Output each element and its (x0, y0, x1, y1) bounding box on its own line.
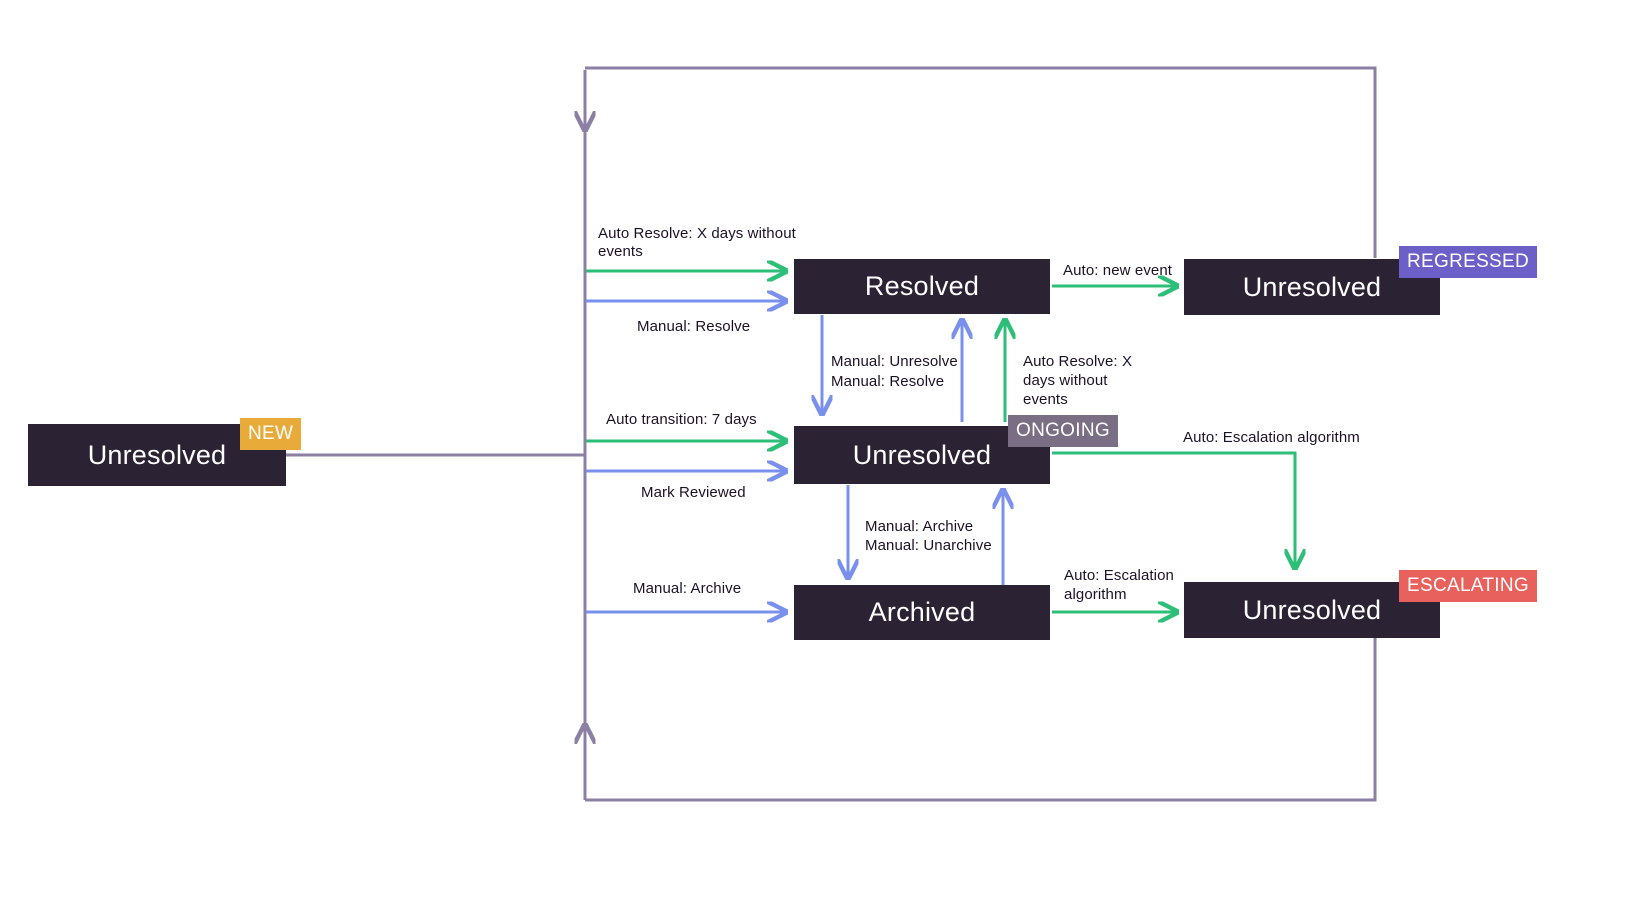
edge-label-auto-resolve-mid: Auto Resolve: X days without events (1023, 353, 1133, 408)
edge-label-manual-resolve-top: Manual: Resolve (637, 318, 751, 335)
node-archived[interactable]: Archived (794, 585, 1050, 640)
node-regressed-unresolved[interactable]: Unresolved (1184, 259, 1440, 315)
edge-label-auto-new-event: Auto: new event (1063, 262, 1173, 279)
edge-label-manual-archive-left: Manual: Archive (633, 580, 742, 597)
node-escalating-unresolved[interactable]: Unresolved (1184, 582, 1440, 638)
edge-label-auto-escalation-bottom: Auto: Escalation algorithm (1064, 567, 1174, 603)
edge-escalating-loop (585, 638, 1377, 802)
node-label: Archived (868, 597, 976, 627)
node-label: Unresolved (1242, 271, 1382, 302)
node-label: Unresolved (87, 439, 227, 470)
node-ongoing-unresolved[interactable]: Unresolved (794, 426, 1050, 484)
edge-label-auto-transition-7days: Auto transition: 7 days (606, 411, 757, 428)
badge-regressed: REGRESSED (1399, 246, 1538, 278)
edge-label-manual-archive-down: Manual: Archive (865, 518, 974, 535)
edge-label-manual-unarchive-up: Manual: Unarchive (865, 537, 992, 554)
edge-label-manual-unresolve-down: Manual: Unresolve (831, 353, 958, 370)
node-label: Unresolved (1242, 594, 1382, 625)
badge-escalating: ESCALATING (1399, 570, 1537, 602)
edge-auto-escalation-top (1052, 451, 1295, 568)
edge-label-manual-resolve-up: Manual: Resolve (831, 373, 945, 390)
edge-label-auto-resolve-top-line2: events (598, 243, 643, 260)
node-resolved[interactable]: Resolved (794, 259, 1050, 314)
badge-ongoing: ONGOING (1008, 415, 1118, 447)
edge-label-auto-resolve-top-line1: Auto Resolve: X days without (598, 225, 796, 242)
node-label: Resolved (864, 271, 980, 301)
edge-label-auto-escalation-top: Auto: Escalation algorithm (1183, 429, 1360, 446)
edge-label-mark-reviewed: Mark Reviewed (641, 484, 746, 501)
badge-new: NEW (240, 418, 302, 450)
node-label: Unresolved (852, 439, 992, 470)
